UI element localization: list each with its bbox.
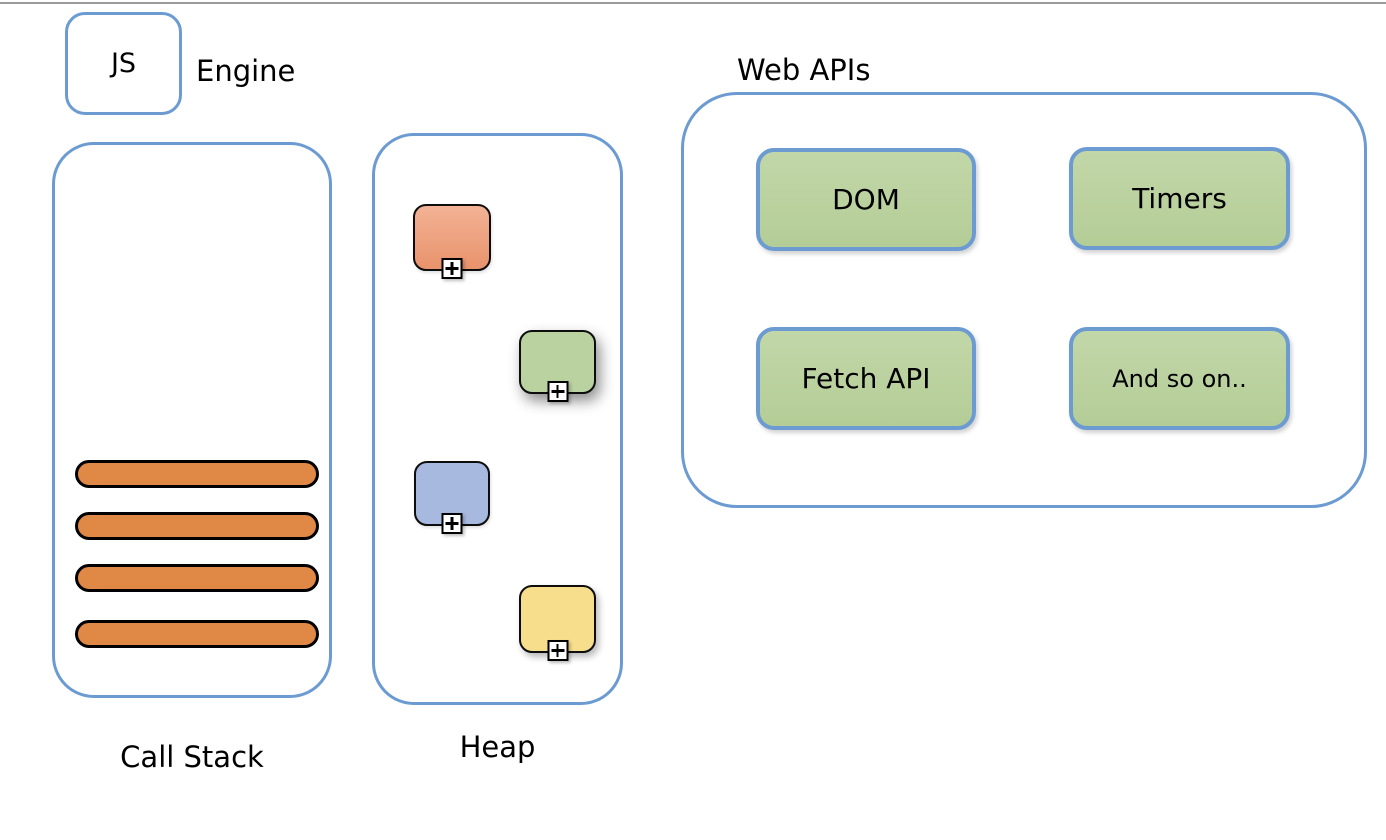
api-box-dom: DOM [756, 148, 976, 251]
api-box-dom-label: DOM [832, 183, 900, 216]
api-box-and-so-on: And so on.. [1069, 327, 1290, 430]
api-box-timers-label: Timers [1132, 182, 1227, 215]
stack-frame-bar [75, 564, 319, 592]
plus-icon [441, 258, 463, 279]
api-box-fetch-api: Fetch API [756, 327, 976, 430]
heap-container [372, 133, 623, 705]
api-box-and-so-on-label: And so on.. [1112, 364, 1247, 393]
engine-label: Engine [196, 54, 296, 88]
heap-object-blue [414, 461, 490, 534]
call-stack-container [52, 142, 332, 698]
plus-icon [441, 513, 463, 534]
top-divider-line [0, 2, 1386, 4]
plus-icon [547, 381, 568, 402]
call-stack-label: Call Stack [120, 740, 264, 774]
api-box-fetch-api-label: Fetch API [801, 362, 931, 395]
heap-object-yellow [519, 585, 596, 661]
plus-icon [547, 640, 568, 661]
heap-object-salmon [413, 204, 491, 279]
web-apis-label: Web APIs [737, 53, 871, 87]
stack-frame-bar [75, 620, 319, 648]
heap-object-green [519, 330, 596, 402]
heap-label: Heap [459, 730, 536, 764]
web-apis-container: DOM Timers Fetch API And so on.. [681, 92, 1367, 508]
api-box-timers: Timers [1069, 147, 1290, 250]
js-logo-label: JS [110, 48, 137, 79]
stack-frame-bar [75, 512, 319, 540]
stack-frame-bar [75, 460, 319, 488]
js-logo-box: JS [65, 12, 182, 115]
